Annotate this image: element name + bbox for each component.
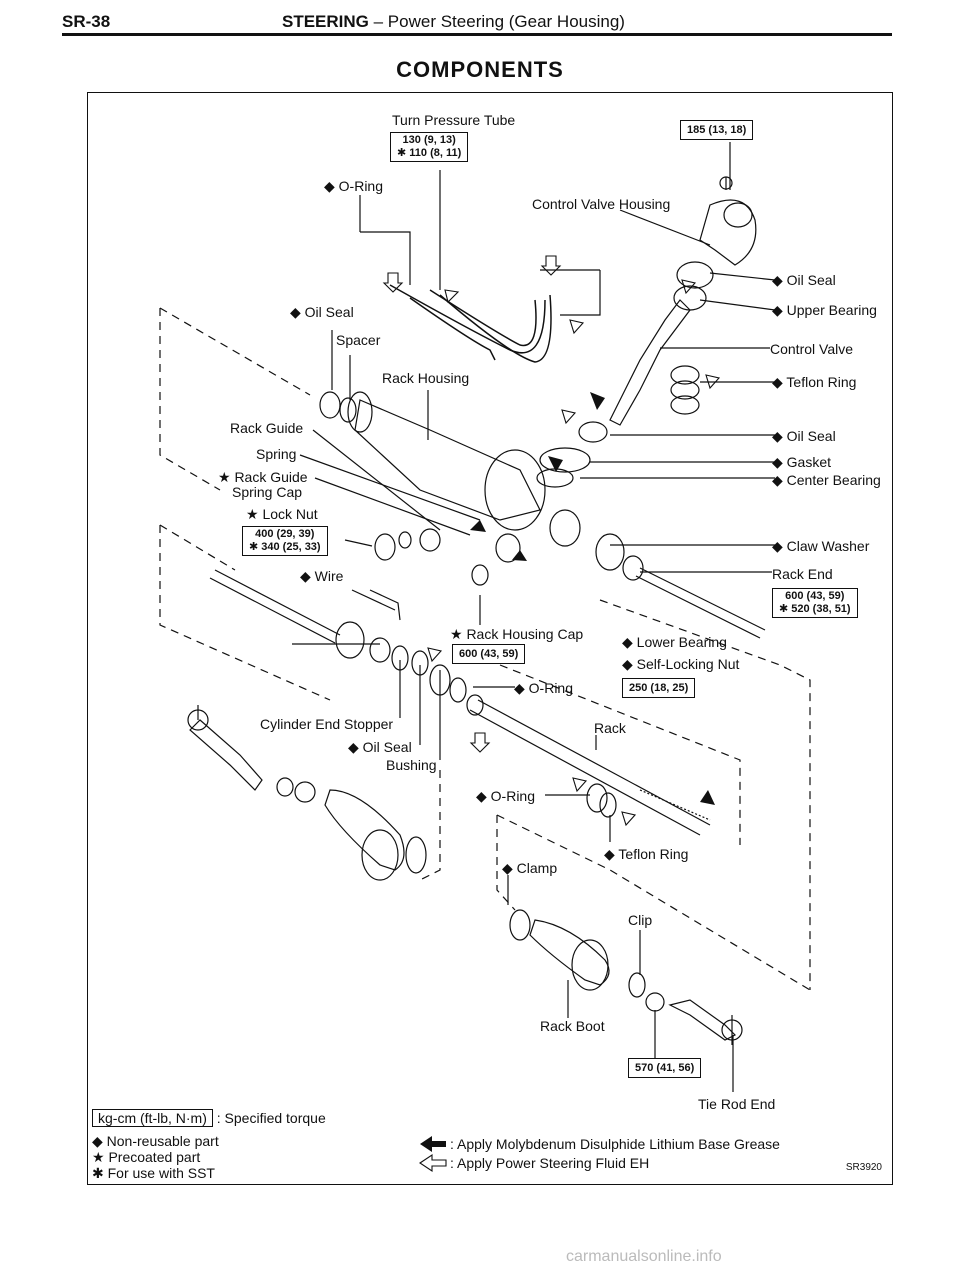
lower-rings <box>586 783 617 818</box>
legend-molybdenum: : Apply Molybdenum Disulphide Lithium Ba… <box>450 1136 780 1152</box>
legend-non-reusable: ◆ Non-reusable part <box>92 1133 219 1149</box>
legend-unit-desc: : Specified torque <box>216 1110 326 1126</box>
right-tie-rod-end <box>668 999 743 1045</box>
left-seals <box>319 391 521 563</box>
torque-value-sst: ✱ 520 (38, 51) <box>779 603 851 615</box>
torque-value-sst: ✱ 110 (8, 11) <box>397 147 462 159</box>
torque-lock-nut: 400 (29, 39)✱ 340 (25, 33) <box>242 526 328 556</box>
header-rule <box>62 33 892 36</box>
torque-value: 400 (29, 39) <box>255 528 315 540</box>
label-clamp: ◆ Clamp <box>502 860 558 876</box>
legend-arrows <box>419 1136 447 1173</box>
torque-self-locking-nut: 250 (18, 25) <box>622 678 696 698</box>
legend-fluid: : Apply Power Steering Fluid EH <box>450 1155 650 1171</box>
torque-value: 185 (13, 18) <box>687 124 747 136</box>
label-control-valve: Control Valve <box>770 341 854 357</box>
label-spring: Spring <box>256 446 297 462</box>
section-title: COMPONENTS <box>396 57 564 82</box>
label-self-locking-nut: ◆ Self-Locking Nut <box>622 656 740 672</box>
watermark: carmanualsonline.info <box>566 1248 722 1265</box>
torque-value: 250 (18, 25) <box>629 682 689 694</box>
label-control-valve-housing: Control Valve Housing <box>532 196 671 212</box>
torque-rack-end: 600 (43, 59)✱ 520 (38, 51) <box>772 588 858 618</box>
torque-value: 570 (41, 56) <box>635 1062 695 1074</box>
label-claw-washer: ◆ Claw Washer <box>772 538 870 554</box>
label-teflon-ring-low: ◆ Teflon Ring <box>604 846 689 862</box>
legend-precoated: ★ Precoated part <box>92 1149 201 1165</box>
title-rest: – Power Steering (Gear Housing) <box>368 12 625 31</box>
label-upper-bearing: ◆ Upper Bearing <box>772 302 877 318</box>
label-wire: ◆ Wire <box>300 568 344 584</box>
title-bold: STEERING <box>282 12 369 31</box>
label-lower-bearing: ◆ Lower Bearing <box>622 634 727 650</box>
label-o-ring-top: ◆ O-Ring <box>324 178 384 194</box>
diagram-frame <box>87 92 893 1185</box>
label-spacer: Spacer <box>336 332 381 348</box>
dashed-assembly-lines <box>159 307 811 991</box>
label-oil-seal-mid: ◆ Oil Seal <box>772 428 836 444</box>
label-rack-housing-cap: ★ Rack Housing Cap <box>450 626 584 642</box>
wire-shape <box>369 589 401 621</box>
fluid-arrows <box>382 255 721 827</box>
label-turn-pressure-tube: Turn Pressure Tube <box>392 112 516 128</box>
torque-turn-pressure-tube: 130 (9, 13)✱ 110 (8, 11) <box>390 132 469 162</box>
rack-bar <box>466 694 711 836</box>
label-o-ring-low: ◆ O-Ring <box>476 788 536 804</box>
figure-reference: SR3920 <box>845 1162 882 1173</box>
legend-sst: ✱ For use with SST <box>92 1165 215 1181</box>
turn-pressure-tube <box>389 284 552 363</box>
torque-value: 600 (43, 59) <box>785 590 845 602</box>
label-cylinder-end-stopper: Cylinder End Stopper <box>260 716 394 732</box>
torque-value-sst: ✱ 340 (25, 33) <box>249 541 321 553</box>
grease-arrows <box>470 392 715 805</box>
legend-unit-box: kg-cm (ft-lb, N·m) <box>92 1109 213 1127</box>
legend-torque-unit: kg-cm (ft-lb, N·m) : Specified torque <box>92 1109 326 1127</box>
right-boot <box>509 909 665 1012</box>
control-valve-housing-shape <box>699 176 757 266</box>
control-valve-shape <box>536 261 714 488</box>
page-number: SR-38 <box>62 12 111 31</box>
torque-control-valve-housing: 185 (13, 18) <box>680 120 754 140</box>
leader-lines <box>292 142 776 1092</box>
torque-value: 130 (9, 13) <box>402 134 456 146</box>
label-tie-rod-end: Tie Rod End <box>698 1096 776 1112</box>
label-rack-boot: Rack Boot <box>540 1018 605 1034</box>
label-rack: Rack <box>594 720 626 736</box>
left-tie-rod-end <box>187 705 263 791</box>
left-boot <box>276 777 427 881</box>
label-rack-housing: Rack Housing <box>382 370 470 386</box>
label-center-bearing: ◆ Center Bearing <box>772 472 881 488</box>
label-lock-nut: ★ Lock Nut <box>246 506 318 522</box>
left-rack-end <box>209 564 489 703</box>
label-gasket: ◆ Gasket <box>772 454 832 470</box>
torque-tie-rod-end: 570 (41, 56) <box>628 1058 702 1078</box>
label-oil-seal-left: ◆ Oil Seal <box>290 304 354 320</box>
label-rack-guide-spring-cap-1: ★ Rack Guide <box>218 469 308 485</box>
torque-value: 600 (43, 59) <box>459 648 519 660</box>
label-bushing: Bushing <box>386 757 437 773</box>
label-o-ring-mid: ◆ O-Ring <box>514 680 574 696</box>
label-rack-guide: Rack Guide <box>230 420 304 436</box>
label-clip: Clip <box>628 912 653 928</box>
right-rack-end <box>595 533 766 639</box>
label-rack-end: Rack End <box>772 566 833 582</box>
label-rack-guide-spring-cap-2: Spring Cap <box>232 484 303 500</box>
label-oil-seal-upper: ◆ Oil Seal <box>772 272 836 288</box>
label-oil-seal-low: ◆ Oil Seal <box>348 739 412 755</box>
torque-rack-housing-cap: 600 (43, 59) <box>452 644 526 664</box>
page-title: STEERING – Power Steering (Gear Housing) <box>282 12 625 32</box>
page-header: SR-38 STEERING – Power Steering (Gear Ho… <box>62 8 892 38</box>
rack-housing-body <box>347 391 581 547</box>
label-teflon-ring-top: ◆ Teflon Ring <box>772 374 857 390</box>
